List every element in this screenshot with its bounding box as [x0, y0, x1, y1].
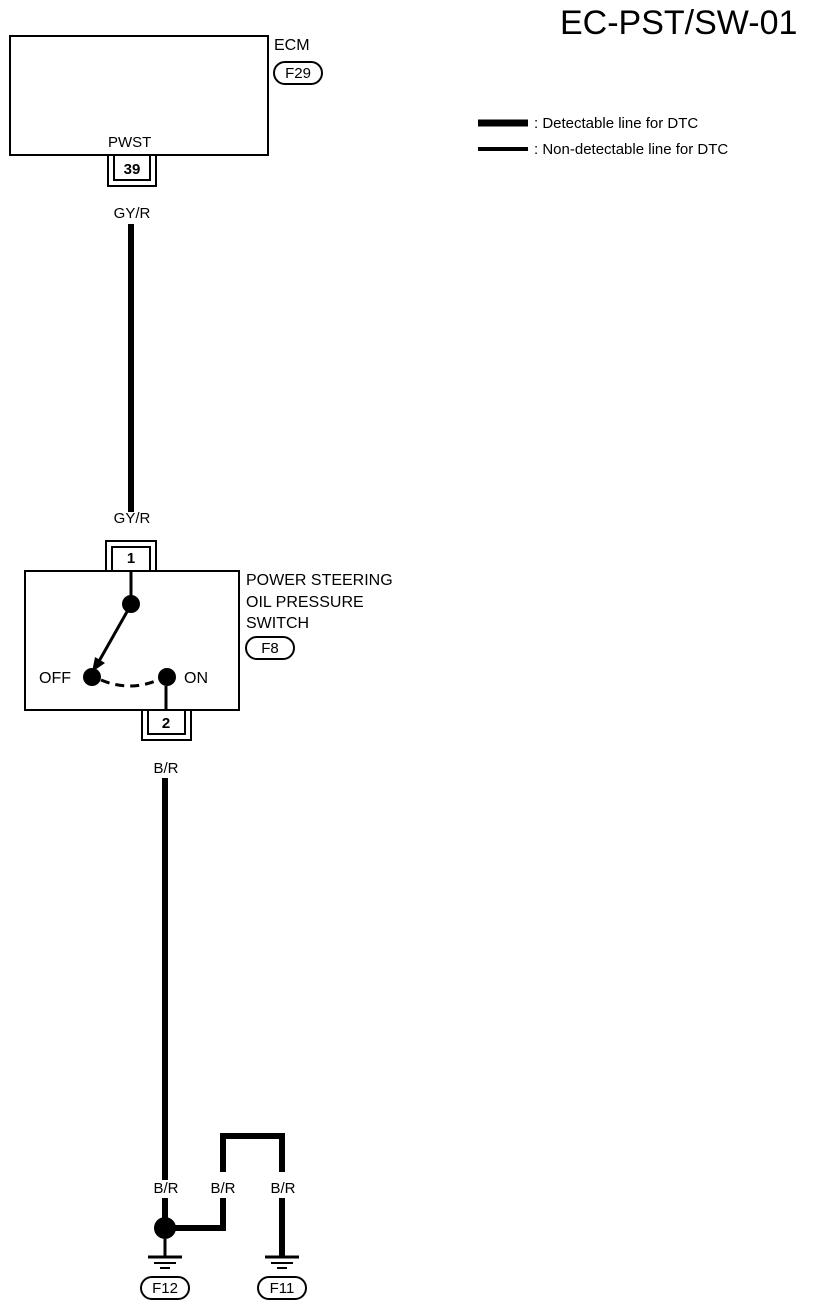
- power-steering-switch: 1 OFF ON 2 POWER STEERING OIL PRESSURE S…: [24, 540, 393, 741]
- ground-right-badge: [257, 1276, 307, 1300]
- legend: : Detectable line for DTC : Non-detectab…: [478, 115, 728, 158]
- switch-terminal-2-bracket-outer: [141, 710, 192, 741]
- switch-off-label: OFF: [39, 670, 71, 687]
- switch-terminal-1-bracket-outer: [105, 540, 157, 571]
- page-title: EC-PST/SW-01: [560, 4, 797, 42]
- ecm-block: ECM F29 PWST 39: [9, 35, 323, 187]
- switch-on-contact: [158, 668, 176, 686]
- switch-off-contact: [83, 668, 101, 686]
- ecm-label: ECM: [274, 37, 310, 54]
- switch-connector-label: F8: [261, 640, 279, 657]
- ecm-terminal-name: PWST: [108, 134, 151, 151]
- switch-name-line3: SWITCH: [246, 615, 309, 632]
- ground-junction-wire: [175, 1198, 226, 1231]
- switch-travel-dashed: [100, 678, 159, 688]
- switch-terminal-2-number: 2: [162, 715, 170, 732]
- ecm-terminal-number: 39: [124, 161, 141, 178]
- legend-detectable-label: : Detectable line for DTC: [534, 115, 698, 132]
- switch-blade-arrowhead: [92, 657, 105, 672]
- switch-terminal-1-bracket-inner: [111, 546, 151, 571]
- switch-on-label: ON: [184, 670, 208, 687]
- legend-non-detectable-label: : Non-detectable line for DTC: [534, 141, 728, 158]
- ground-wire-label-left: B/R: [153, 1180, 178, 1197]
- wire-color-label: B/R: [153, 760, 178, 777]
- switch-name-line1: POWER STEERING: [246, 572, 393, 589]
- ecm-connector-label: F29: [285, 65, 311, 82]
- switch-blade: [96, 609, 130, 664]
- switch-terminal-1-number: 1: [127, 550, 135, 567]
- switch-pivot-contact: [122, 595, 140, 613]
- ecm-connector-badge: [273, 61, 323, 85]
- ground-left-badge: [140, 1276, 190, 1300]
- ground-bridge-wire: [220, 1133, 285, 1172]
- ground-splice-junction: [154, 1217, 176, 1239]
- ground-wire-label-mid: B/R: [210, 1180, 235, 1197]
- ground-circuit: B/R B/R B/R F12 F11: [140, 1133, 307, 1300]
- switch-connector-badge: [245, 636, 295, 660]
- wire-color-label: GY/R: [114, 510, 151, 527]
- ecm-terminal-bracket-inner: [113, 156, 151, 181]
- ecm-terminal-bracket-outer: [107, 156, 157, 187]
- wire-color-label: GY/R: [114, 205, 151, 222]
- ecm-box: [9, 35, 269, 156]
- ground-left-label: F12: [152, 1280, 178, 1297]
- switch-terminal-2-bracket-inner: [147, 710, 186, 735]
- ground-wire-label-right: B/R: [270, 1180, 295, 1197]
- ground-right-label: F11: [270, 1280, 295, 1297]
- switch-name-line2: OIL PRESSURE: [246, 594, 364, 611]
